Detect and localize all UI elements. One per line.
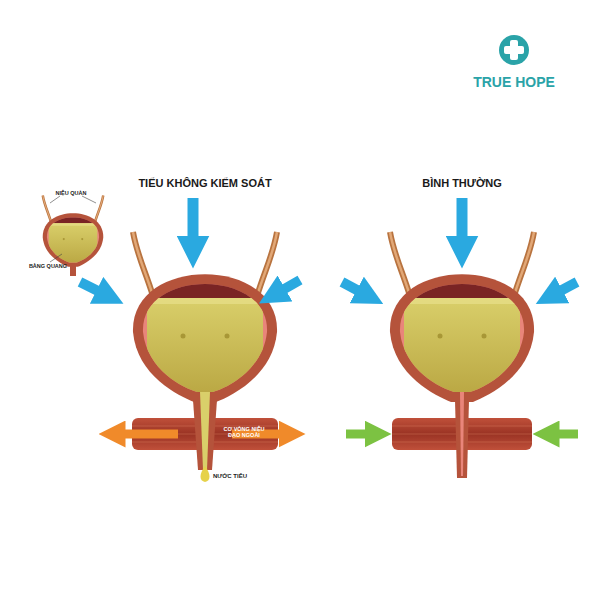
panel-heading: TIỂU KHÔNG KIỂM SOÁT: [138, 177, 271, 190]
panel-heading: BÌNH THƯỜNG: [422, 177, 502, 190]
logo-icon: [499, 35, 529, 65]
part-label: BÀNG QUANG: [29, 263, 67, 269]
part-label: NƯỚC TIỂU: [213, 473, 247, 480]
part-label: CƠ VÒNG NIỆU ĐẠO NGOÀI: [220, 426, 268, 439]
logo-text: TRUE HOPE: [473, 74, 555, 90]
part-label: NIỆU QUẢN: [56, 190, 87, 196]
